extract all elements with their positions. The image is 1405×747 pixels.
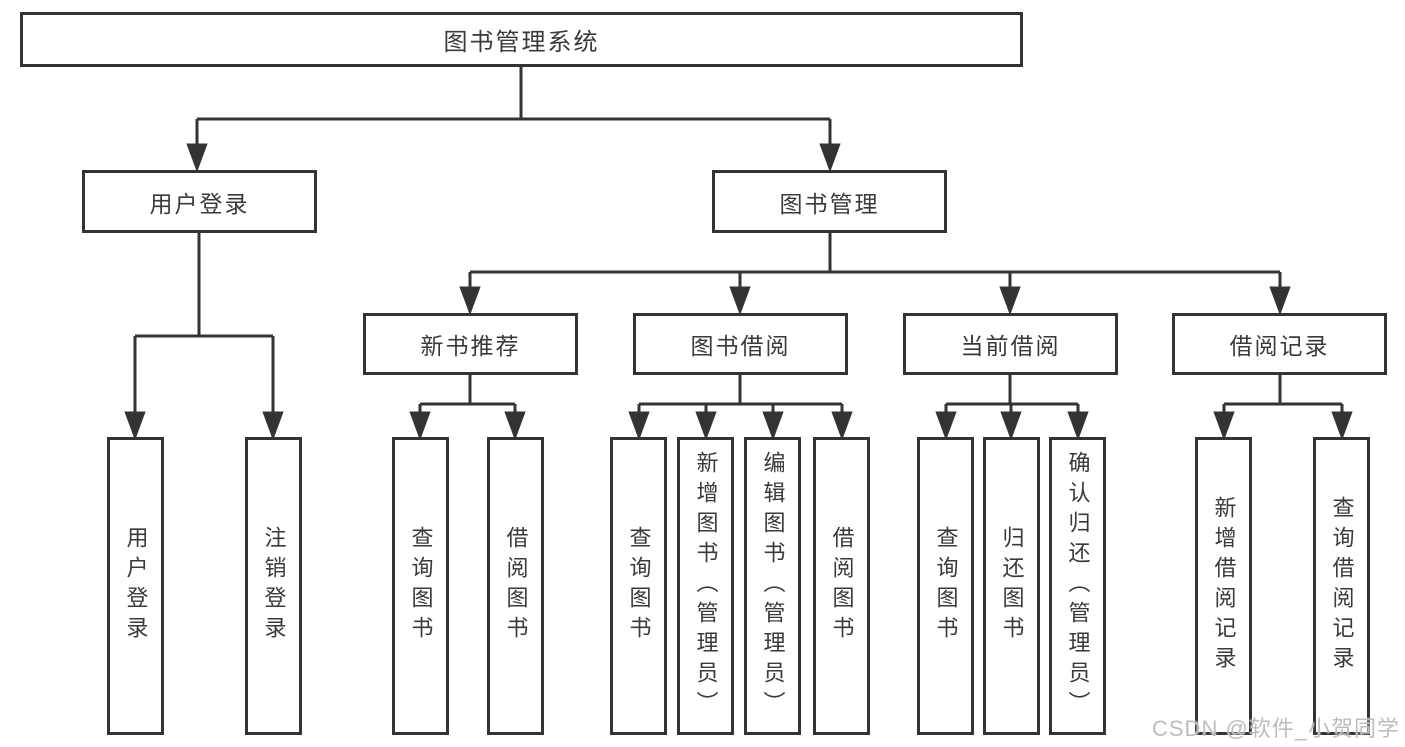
leaf-cu-query-books-label: 查询图书: [933, 526, 959, 646]
arrowhead: [504, 411, 526, 441]
leaf-bw-query-books: 查询图书: [610, 437, 667, 735]
leaf-bw-borrow-books: 借阅图书: [813, 437, 870, 735]
node-root-label: 图书管理系统: [443, 29, 600, 56]
arrowhead: [729, 286, 751, 316]
node-user-login-label: 用户登录: [149, 190, 250, 217]
leaf-cu-query-books: 查询图书: [917, 437, 974, 735]
arrowhead: [695, 411, 717, 441]
arrowhead: [1067, 411, 1089, 441]
node-current-borrow-label: 当前借阅: [960, 333, 1061, 359]
leaf-bw-query-books-label: 查询图书: [626, 526, 652, 646]
leaf-bw-add-books: 新增图书（管理员）: [677, 437, 734, 735]
connector-book-mgmt-to-level3: [459, 233, 1291, 316]
leaf-user-login: 用户登录: [107, 437, 164, 735]
leaf-bw-edit-books-label: 编辑图书（管理员）: [760, 451, 786, 721]
arrowhead: [409, 411, 431, 441]
connector-borrowing-to-leaves: [628, 374, 853, 441]
arrowhead: [459, 286, 481, 316]
arrowhead: [1213, 411, 1235, 441]
arrowhead: [999, 286, 1021, 316]
arrowhead: [819, 143, 841, 173]
node-current-borrow: 当前借阅: [903, 313, 1118, 375]
connector-user-login-to-leaves: [124, 233, 284, 441]
csdn-watermark: CSDN @软件_小贺同学: [1152, 716, 1401, 741]
leaf-rc-add-record: 新增借阅记录: [1195, 437, 1252, 735]
leaf-rc-query-record: 查询借阅记录: [1313, 437, 1370, 735]
arrowhead: [935, 411, 957, 441]
leaf-cu-confirm-return: 确认归还（管理员）: [1049, 437, 1106, 735]
connector-current-to-leaves: [935, 374, 1089, 441]
arrowhead: [762, 411, 784, 441]
leaf-user-login-label: 用户登录: [123, 526, 149, 646]
arrowhead: [628, 411, 650, 441]
arrowhead: [831, 411, 853, 441]
arrowhead: [186, 143, 208, 173]
arrowhead: [262, 411, 284, 441]
leaf-cu-confirm-return-label: 确认归还（管理员）: [1065, 451, 1091, 721]
node-borrowing: 图书借阅: [633, 313, 848, 375]
leaf-rc-add-record-label: 新增借阅记录: [1211, 496, 1237, 676]
arrowhead: [1269, 286, 1291, 316]
node-borrowing-label: 图书借阅: [690, 333, 791, 359]
node-new-books-label: 新书推荐: [420, 333, 521, 359]
leaf-cu-return-books-label: 归还图书: [999, 526, 1025, 646]
leaf-nb-borrow-books-label: 借阅图书: [503, 526, 529, 646]
leaf-cu-return-books: 归还图书: [983, 437, 1040, 735]
leaf-rc-query-record-label: 查询借阅记录: [1329, 496, 1355, 676]
leaf-bw-borrow-books-label: 借阅图书: [829, 526, 855, 646]
leaf-nb-borrow-books: 借阅图书: [487, 437, 544, 735]
connector-new-books-to-leaves: [409, 374, 526, 441]
node-borrow-records-label: 借阅记录: [1229, 333, 1330, 359]
connector-records-to-leaves: [1213, 374, 1353, 441]
arrowhead: [1331, 411, 1353, 441]
node-root: 图书管理系统: [20, 12, 1023, 67]
leaf-logout-label: 注销登录: [261, 526, 287, 646]
leaf-logout: 注销登录: [245, 437, 302, 735]
arrowhead: [1000, 411, 1022, 441]
node-user-login: 用户登录: [82, 170, 317, 233]
leaf-bw-add-books-label: 新增图书（管理员）: [693, 451, 719, 721]
leaf-bw-edit-books: 编辑图书（管理员）: [744, 437, 801, 735]
node-borrow-records: 借阅记录: [1172, 313, 1387, 375]
node-new-books: 新书推荐: [363, 313, 578, 375]
connector-root-to-level2: [186, 67, 841, 173]
leaf-nb-query-books: 查询图书: [392, 437, 449, 735]
node-book-mgmt-label: 图书管理: [779, 190, 880, 217]
node-book-mgmt: 图书管理: [712, 170, 947, 233]
arrowhead: [124, 411, 146, 441]
leaf-nb-query-books-label: 查询图书: [408, 526, 434, 646]
